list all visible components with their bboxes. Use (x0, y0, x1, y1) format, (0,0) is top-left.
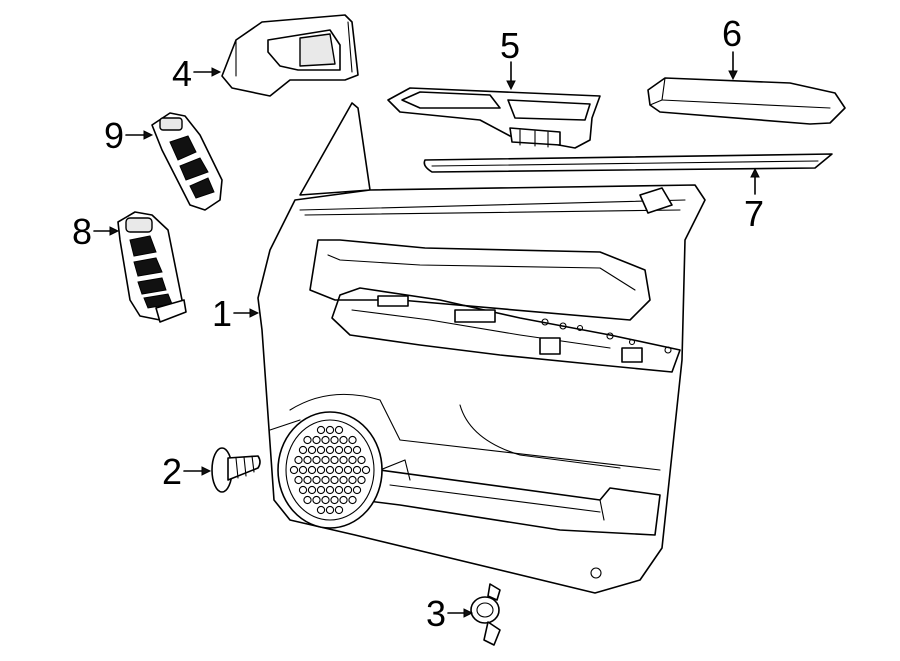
grille-hole (316, 505, 326, 515)
belt-weatherstrip (423, 153, 833, 173)
upper-trim-pad (647, 77, 846, 125)
grille-hole (312, 435, 321, 445)
callout-1: 1 (212, 293, 260, 334)
callout-9-arrowhead (143, 130, 154, 140)
grille-hole (298, 445, 308, 455)
grille-hole (343, 445, 353, 455)
callout-5-arrowhead (506, 80, 516, 91)
callout-5: 5 (500, 25, 520, 91)
door-handle-bezel (221, 14, 359, 97)
grille-hole (307, 465, 317, 475)
grille-hole (352, 465, 362, 475)
callout-7: 7 (744, 167, 764, 234)
callout-5-label: 5 (500, 25, 520, 66)
grille-hole (334, 505, 344, 515)
grille-hole (312, 495, 321, 505)
grille-hole (339, 435, 348, 445)
grille-hole (325, 465, 335, 475)
callout-3-arrowhead (463, 608, 474, 618)
grille-hole (339, 455, 348, 465)
armrest-bezel (387, 87, 601, 149)
grille-hole (316, 465, 326, 475)
grille-hole (348, 475, 357, 485)
grille-hole (303, 435, 312, 445)
callout-1-label: 1 (212, 293, 232, 334)
grille-hole (352, 445, 362, 455)
callout-9-label: 9 (104, 115, 124, 156)
grille-hole (348, 435, 357, 445)
callout-2-label: 2 (162, 451, 182, 492)
grille-hole (334, 485, 344, 495)
grille-hole (294, 475, 303, 485)
window-switch-master (117, 211, 187, 323)
callout-7-label: 7 (744, 193, 764, 234)
grille-hole (312, 475, 321, 485)
grille-hole (321, 495, 330, 505)
door-trim-panel (257, 102, 706, 594)
callout-7-arrowhead (750, 167, 760, 178)
callout-6: 6 (722, 13, 742, 81)
callout-2: 2 (162, 451, 212, 492)
callout-4: 4 (172, 53, 222, 94)
grille-hole (298, 465, 308, 475)
callout-6-arrowhead (728, 70, 738, 81)
callout-3: 3 (426, 593, 474, 634)
grille-hole (316, 485, 326, 495)
grille-hole (334, 425, 344, 435)
grille-hole (316, 425, 326, 435)
grille-hole (357, 475, 366, 485)
grille-hole (316, 445, 326, 455)
grille-hole (325, 445, 335, 455)
speaker-grille (289, 425, 371, 515)
grille-hole (330, 475, 339, 485)
grille-hole (343, 485, 353, 495)
callout-4-label: 4 (172, 53, 192, 94)
grille-hole (289, 465, 299, 475)
grille-hole (321, 455, 330, 465)
callout-1-arrowhead (249, 308, 260, 318)
callout-8-label: 8 (72, 211, 92, 252)
grille-hole (312, 455, 321, 465)
grille-hole (303, 495, 312, 505)
grille-hole (321, 475, 330, 485)
grille-hole (303, 475, 312, 485)
grille-hole (339, 475, 348, 485)
grille-hole (352, 485, 362, 495)
grille-hole (325, 485, 335, 495)
callout-4-arrowhead (211, 67, 222, 77)
grille-hole (307, 485, 317, 495)
grille-hole (357, 455, 366, 465)
grille-hole (348, 495, 357, 505)
push-pin-fastener (211, 447, 261, 493)
grille-hole (334, 445, 344, 455)
grille-hole (330, 495, 339, 505)
grille-hole (321, 435, 330, 445)
grille-hole (330, 435, 339, 445)
grille-hole (343, 465, 353, 475)
grille-hole (307, 445, 317, 455)
grille-hole (303, 455, 312, 465)
grille-hole (294, 455, 303, 465)
grille-hole (330, 455, 339, 465)
callout-6-label: 6 (722, 13, 742, 54)
grille-hole (298, 485, 308, 495)
callout-8-arrowhead (109, 226, 120, 236)
callout-3-label: 3 (426, 593, 446, 634)
callout-2-arrowhead (201, 466, 212, 476)
grille-hole (339, 495, 348, 505)
grille-hole (334, 465, 344, 475)
callout-8: 8 (72, 211, 120, 252)
callout-9: 9 (104, 115, 154, 156)
window-switch-single (151, 112, 223, 211)
grille-hole (325, 505, 335, 515)
grille-hole (348, 455, 357, 465)
grille-hole (361, 465, 371, 475)
courtesy-lamp (470, 583, 501, 646)
grille-hole (325, 425, 335, 435)
